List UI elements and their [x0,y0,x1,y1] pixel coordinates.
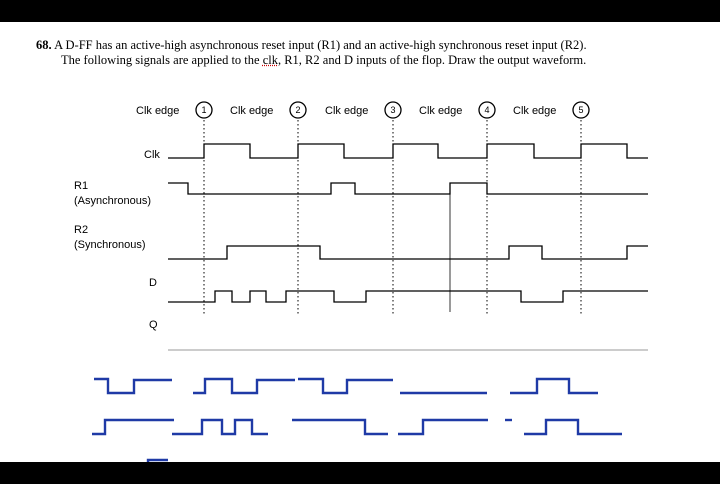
clock-edge-circle-2 [289,101,307,119]
signal-label-q: Q [149,319,158,331]
answer-option-3 [298,377,393,395]
clock-edge-label-4: Clk edge [419,105,462,117]
answer-option-7 [172,418,268,436]
clock-edge-header-4: Clk edge 4 [419,101,496,119]
waveforms [168,143,648,351]
answer-option-1 [94,377,172,395]
waveform-r1 [168,182,648,195]
signal-label-clk: Clk [144,149,160,161]
question-line-2-end: , R1, R2 and D inputs of the flop. Draw … [277,53,587,67]
question-line-2-start: The following signals are applied to the [61,53,263,67]
question-line-1: 68. A D-FF has an active-high asynchrono… [36,38,696,53]
question-clk-word: clk [262,53,278,67]
timing-diagram: Clk edge 1 Clk edge 2 Clk edge 3 Clk edg… [74,101,648,462]
signal-sublabel-r2: (Synchronous) [74,239,146,251]
question-text: 68. A D-FF has an active-high asynchrono… [36,38,696,68]
answer-option-11 [524,418,622,436]
clock-edge-number-2: 2 [295,105,300,115]
clock-edge-header-2: Clk edge 2 [230,101,307,119]
clock-edge-number-4: 4 [484,105,489,115]
clock-edge-label-5: Clk edge [513,105,556,117]
waveform-clk [168,143,648,159]
answer-option-2 [193,377,295,395]
signal-label-r2: R2 [74,224,88,236]
question-line-2: The following signals are applied to the… [36,53,696,68]
question-sheet: 68. A D-FF has an active-high asynchrono… [0,22,720,462]
clock-edge-label-2: Clk edge [230,105,273,117]
signal-label-d: D [149,277,157,289]
question-line-1-text: A D-FF has an active-high asynchronous r… [54,38,587,52]
clock-edge-circle-1 [195,101,213,119]
waveform-r2 [168,245,648,260]
answer-option-6 [92,418,174,436]
clock-edge-number-5: 5 [578,105,583,115]
clock-edge-headers: Clk edge 1 Clk edge 2 Clk edge 3 Clk edg… [136,101,590,119]
answer-option-12 [146,458,168,462]
clock-edge-label-1: Clk edge [136,105,179,117]
clock-edge-circle-4 [478,101,496,119]
signal-sublabel-r1: (Asynchronous) [74,195,151,207]
answer-options [92,377,622,462]
clock-edge-circle-3 [384,101,402,119]
clock-edge-number-3: 3 [390,105,395,115]
answer-option-9 [398,418,488,436]
clock-edge-header-3: Clk edge 3 [325,101,402,119]
question-number: 68. [36,38,52,52]
clock-edge-header-5: Clk edge 5 [513,101,590,119]
clock-edge-header-1: Clk edge 1 [136,101,213,119]
answer-option-5 [510,377,598,395]
clock-edge-number-1: 1 [201,105,206,115]
answer-option-8 [292,418,388,436]
clock-edge-circle-5 [572,101,590,119]
clock-edge-label-3: Clk edge [325,105,368,117]
signal-label-r1: R1 [74,180,88,192]
signal-labels: Clk R1 (Asynchronous) R2 (Synchronous) D… [74,149,160,331]
waveform-d [168,290,648,303]
